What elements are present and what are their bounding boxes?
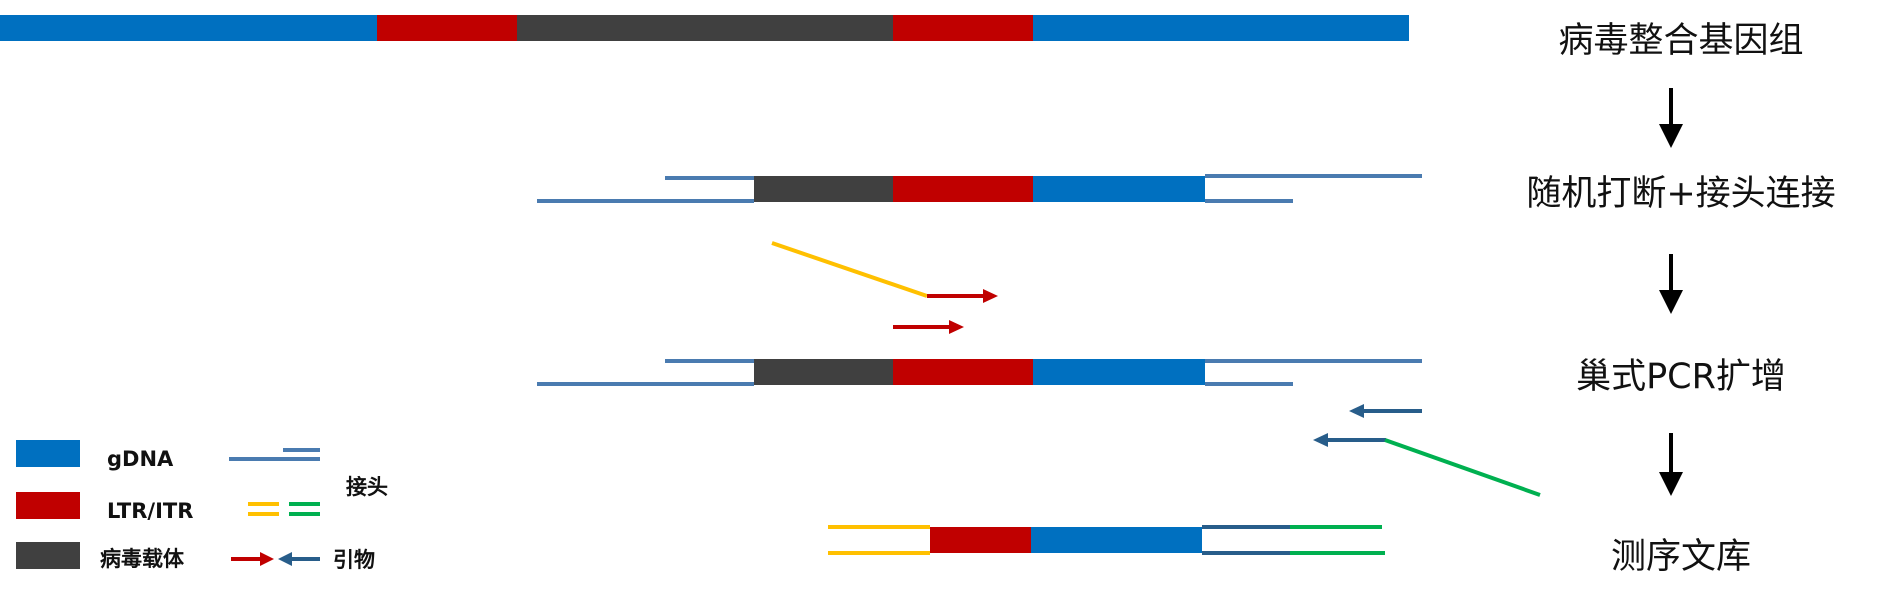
legend-label-vector: 病毒载体 xyxy=(100,547,185,571)
arrowhead-icon xyxy=(1313,433,1328,447)
pcr-template xyxy=(537,359,1422,386)
legend: gDNA LTR/ITR 病毒载体 接头 引物 xyxy=(16,440,388,572)
integrated-genome-bar xyxy=(0,15,1409,41)
gdna-segment xyxy=(0,15,377,41)
arrowhead-icon xyxy=(278,552,292,566)
sequencing-library-fragment xyxy=(828,525,1385,555)
reverse-primers xyxy=(1313,404,1541,497)
yellow-adapter-tail xyxy=(771,241,928,298)
gdna-segment xyxy=(1033,359,1205,385)
gdna-segment xyxy=(1033,15,1409,41)
ltr-segment xyxy=(930,527,1031,553)
legend-label-gdna: gDNA xyxy=(107,447,174,471)
arrowhead-icon xyxy=(949,320,964,334)
forward-primers xyxy=(771,241,998,334)
green-adapter-tail xyxy=(1384,438,1541,497)
legend-swatch-vector xyxy=(16,542,80,569)
gdna-segment xyxy=(1033,176,1205,202)
vector-segment xyxy=(754,176,893,202)
ltr-segment xyxy=(893,15,1033,41)
fragment-with-adapters xyxy=(537,174,1422,203)
legend-label-adapter: 接头 xyxy=(346,475,388,499)
arrowhead-icon xyxy=(1349,404,1364,418)
legend-swatch-gdna xyxy=(16,440,80,467)
arrowhead-icon xyxy=(260,552,274,566)
legend-swatch-ltr xyxy=(16,492,80,519)
step-integrated-genome: 病毒整合基因组 xyxy=(1558,21,1803,61)
ltr-segment xyxy=(377,15,517,41)
legend-label-primer: 引物 xyxy=(333,548,375,572)
vector-segment xyxy=(754,359,893,385)
vector-segment xyxy=(517,15,893,41)
step-nested-pcr: 巢式PCR扩增 xyxy=(1576,357,1786,397)
legend-label-ltr: LTR/ITR xyxy=(107,499,193,523)
ltr-segment xyxy=(893,359,1033,385)
step-sequencing-library: 测序文库 xyxy=(1611,537,1751,577)
step-fragmentation-ligation: 随机打断+接头连接 xyxy=(1526,174,1835,214)
gdna-segment xyxy=(1031,527,1202,553)
ltr-segment xyxy=(893,176,1033,202)
arrowhead-icon xyxy=(983,289,998,303)
